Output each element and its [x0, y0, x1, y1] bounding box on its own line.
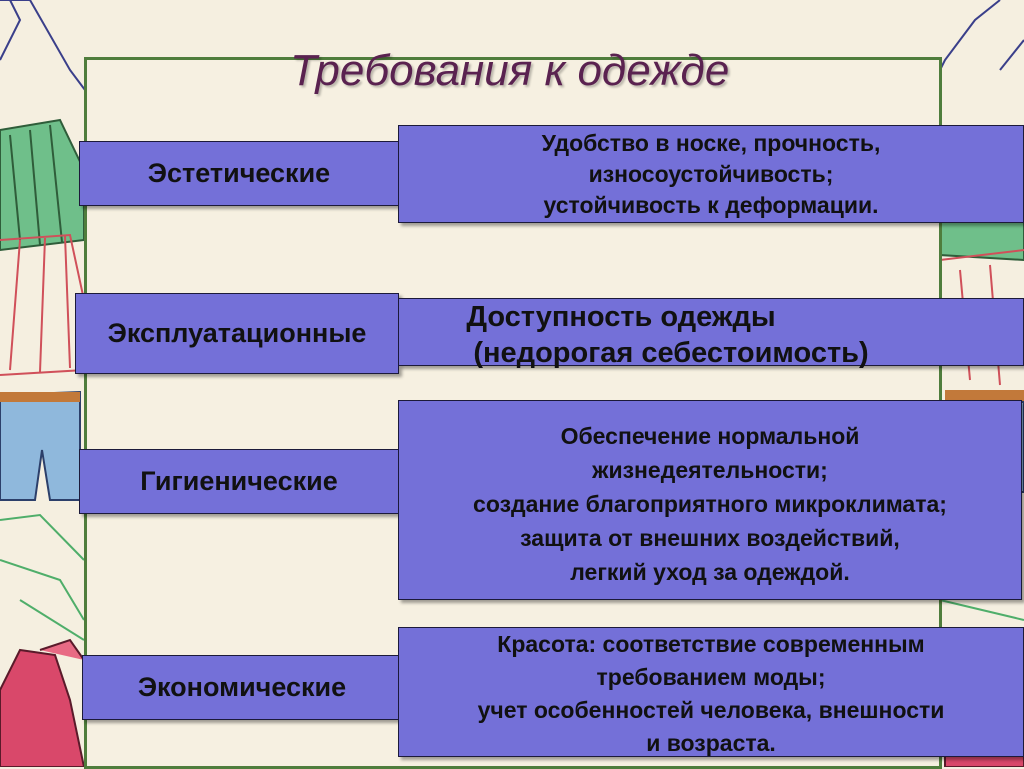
- description-operational: Доступность одежды (недорогая себестоимо…: [398, 298, 1024, 366]
- description-line: жизнедеятельности;: [399, 453, 1021, 487]
- skirt-sketch-icon: [0, 235, 84, 375]
- category-aesthetic: Эстетические: [79, 141, 399, 206]
- dress-sketch-icon: [0, 0, 85, 90]
- description-hygienic: Обеспечение нормальной жизнедеятельности…: [398, 400, 1022, 600]
- category-hygienic: Гигиенические: [79, 449, 399, 514]
- description-line: износоустойчивость;: [399, 159, 1023, 190]
- description-line: Обеспечение нормальной: [399, 419, 1021, 453]
- description-line: (недорогая себестоимость): [319, 335, 1023, 371]
- description-line: Красота: соответствие современным: [399, 628, 1023, 661]
- skirt-sketch-icon: [0, 515, 84, 640]
- description-line: легкий уход за одеждой.: [399, 555, 1021, 589]
- category-economic: Экономические: [82, 655, 402, 720]
- dress-sketch-icon: [930, 0, 1024, 90]
- shorts-icon: [0, 392, 80, 500]
- description-line: Доступность одежды: [219, 299, 1023, 335]
- description-line: требованием моды;: [399, 661, 1023, 694]
- description-line: устойчивость к деформации.: [399, 190, 1023, 221]
- slide-title: Требования к одежде: [290, 46, 729, 96]
- skirt-icon: [0, 120, 84, 250]
- description-line: и возраста.: [399, 727, 1023, 760]
- description-line: Удобство в носке, прочность,: [399, 128, 1023, 159]
- description-economic: Красота: соответствие современным требов…: [398, 627, 1024, 757]
- description-line: создание благоприятного микроклимата;: [399, 487, 1021, 521]
- description-aesthetic: Удобство в носке, прочность, износоустой…: [398, 125, 1024, 223]
- shoes-icon: [0, 640, 84, 767]
- description-line: учет особенностей человека, внешности: [399, 694, 1023, 727]
- description-line: защита от внешних воздействий,: [399, 521, 1021, 555]
